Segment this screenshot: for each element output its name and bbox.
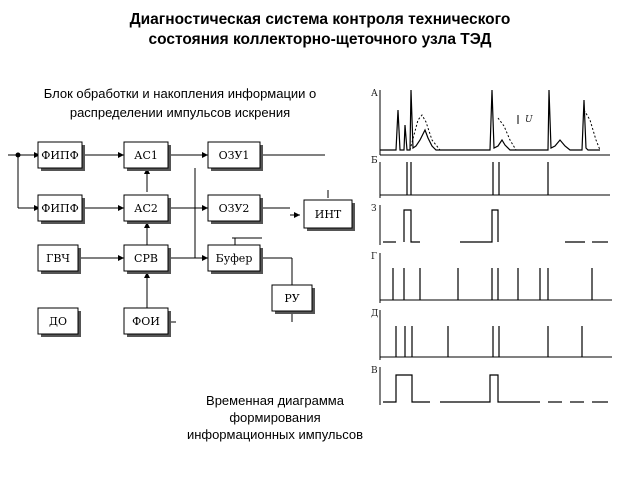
block-connections	[8, 152, 329, 323]
block-do-label: ДО	[49, 315, 67, 328]
timing-row-z-pulses	[379, 205, 608, 245]
block-gvch-label: ГВЧ	[46, 252, 70, 265]
block-gvch: ГВЧ	[37, 244, 81, 274]
block-ac2: АС2	[123, 194, 171, 224]
block-fipf-1-label: ФИПФ	[41, 149, 78, 162]
block-diagram-subtitle: Блок обработки и накопления информации о…	[10, 84, 350, 122]
block-bufer: Буфер	[207, 244, 263, 274]
caption-line-3: информационных импульсов	[186, 427, 364, 442]
block-ozu1: ОЗУ1	[207, 141, 263, 171]
timing-row-b-pulses	[379, 162, 610, 198]
block-int: ИНТ	[303, 199, 355, 231]
block-ru: РУ	[271, 284, 315, 314]
timing-row-label-3: З	[371, 204, 377, 214]
timing-row-label-1: А	[371, 89, 378, 99]
slide-title: Диагностическая система контроля техниче…	[0, 10, 640, 50]
trace-marker-u: U	[525, 115, 533, 125]
timing-row-d-pulses	[379, 310, 612, 360]
block-fipf-2: ФИПФ	[37, 194, 85, 224]
block-ac2-label: АС2	[134, 202, 158, 215]
block-int-label: ИНТ	[315, 208, 342, 221]
timing-row-label-2: Б	[371, 156, 378, 166]
block-do: ДО	[37, 307, 81, 337]
block-srv: СРВ	[123, 244, 171, 274]
block-ozu2: ОЗУ2	[207, 194, 263, 224]
subtitle-line-1: Блок обработки и накопления информации о	[43, 86, 317, 101]
caption-line-1: Временная диаграмма	[206, 393, 344, 408]
timing-row-label-5: Д	[371, 309, 378, 319]
block-ozu1-label: ОЗУ1	[219, 149, 250, 162]
timing-row-a-trace: U	[379, 89, 610, 156]
block-bufer-label: Буфер	[216, 252, 253, 265]
timing-row-label-4: Г	[371, 252, 377, 262]
block-foi-label: ФОИ	[132, 315, 160, 328]
caption-line-2: формирования	[229, 410, 321, 425]
subtitle-line-2: распределении импульсов искрения	[69, 105, 291, 120]
title-line-1: Диагностическая система контроля техниче…	[129, 11, 511, 28]
block-ac1: АС1	[123, 141, 171, 171]
block-ac1-label: АС1	[134, 149, 158, 162]
block-srv-label: СРВ	[134, 252, 158, 265]
block-ru-label: РУ	[284, 292, 299, 305]
block-ozu2-label: ОЗУ2	[219, 202, 250, 215]
timing-diagram-caption: Временная диаграмма формирования информа…	[170, 392, 380, 443]
timing-row-label-6: В	[371, 366, 378, 376]
timing-row-g-pulses	[379, 253, 612, 303]
block-foi: ФОИ	[123, 307, 171, 337]
title-line-2: состояния коллекторно-щеточного узла ТЭД	[148, 31, 492, 48]
block-fipf-1: ФИПФ	[37, 141, 85, 171]
timing-diagram: А Б З Г Д В U	[371, 89, 612, 405]
block-fipf-2-label: ФИПФ	[41, 202, 78, 215]
timing-row-v-pulses	[379, 367, 608, 405]
